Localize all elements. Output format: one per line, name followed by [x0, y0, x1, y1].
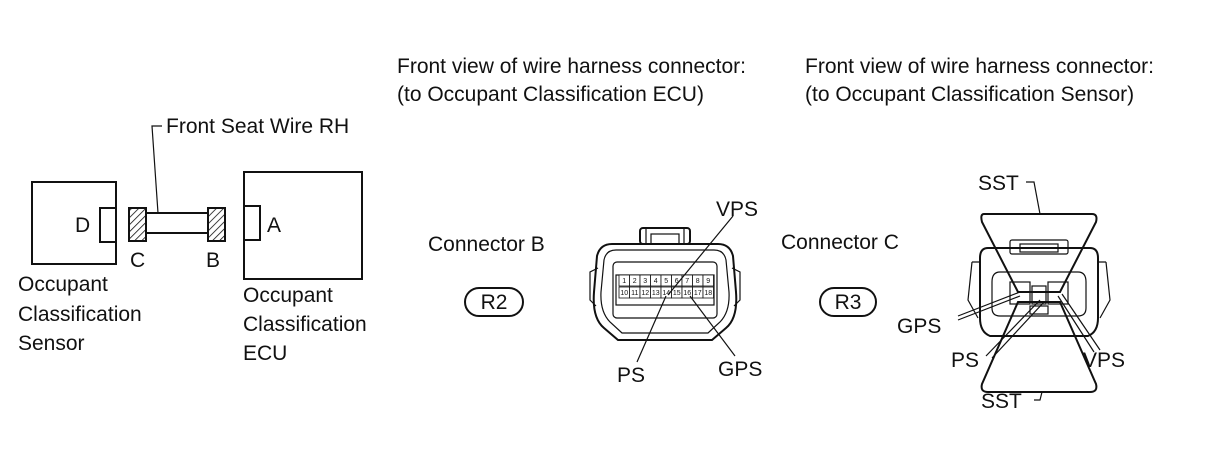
sensor-connector-d — [99, 207, 117, 243]
connector-b-pin-number: 17 — [694, 290, 702, 297]
connector-b-pin-number: 9 — [706, 278, 710, 285]
connector-c-code: R3 — [835, 291, 862, 314]
connector-c-ps-label: PS — [951, 349, 979, 372]
connector-b-pin-number: 6 — [675, 278, 679, 285]
connector-c-vps-label: VPS — [1083, 349, 1125, 372]
connector-a-label: A — [267, 214, 281, 237]
connector-b-pin-cell — [702, 274, 714, 287]
connector-b-pin-number: 12 — [641, 290, 649, 297]
ps-leader-b — [636, 295, 667, 363]
connector-b-pin-number: 2 — [633, 278, 637, 285]
vps-leader-c-2 — [1061, 293, 1101, 351]
ps-leader-c-2 — [991, 301, 1045, 359]
harness-leader-line — [151, 125, 162, 214]
harness-label: Front Seat Wire RH — [166, 115, 349, 138]
wiring-overview: D C B Front Seat Wire RH A Occupant Clas… — [18, 115, 367, 365]
connector-b-code: R2 — [481, 291, 508, 314]
sensor-label-line2: Classification — [18, 303, 142, 326]
sst-bottom-leader — [1034, 391, 1043, 401]
connector-b-pin-number: 15 — [673, 290, 681, 297]
connector-c-code-badge — [819, 287, 877, 317]
vps-leader-b — [667, 215, 734, 296]
gps-leader-c — [957, 291, 1021, 317]
connector-b-code-badge — [464, 287, 524, 317]
ecu-connector-a — [243, 205, 261, 241]
sensor-connector-view-title: Front view of wire harness connector: — [805, 55, 1154, 78]
connector-b-vps-label: VPS — [716, 198, 758, 221]
ecu-connector-view-subtitle: (to Occupant Classification ECU) — [397, 83, 704, 106]
ecu-label-line2: Classification — [243, 313, 367, 336]
sensor-connector-view-subtitle: (to Occupant Classification Sensor) — [805, 83, 1134, 106]
ecu-label-line3: ECU — [243, 342, 287, 365]
harness-cable — [145, 212, 209, 234]
connector-b-pin-number: 13 — [652, 290, 660, 297]
connector-c-gps-label: GPS — [897, 315, 941, 338]
connector-b-pin-number: 3 — [643, 278, 647, 285]
connector-b-pin-number: 14 — [662, 290, 670, 297]
sst-bottom-label: SST — [981, 390, 1022, 413]
gps-leader-c-2 — [957, 295, 1021, 321]
connector-b-pin-number: 8 — [696, 278, 700, 285]
connector-b-pin-number: 5 — [664, 278, 668, 285]
vps-leader-c — [1057, 295, 1095, 353]
connector-c-body — [967, 213, 1111, 393]
harness-end-b — [207, 207, 226, 242]
connector-c-title: Connector C — [781, 231, 899, 254]
connector-b-body — [589, 227, 741, 341]
connector-b-pin-number: 11 — [631, 290, 638, 297]
connector-b-pin-number: 4 — [654, 278, 658, 285]
ecu-box — [243, 171, 363, 280]
connector-b-pin-number: 16 — [683, 290, 691, 297]
sensor-label-line1: Occupant — [18, 273, 108, 296]
sensor-label-line3: Sensor — [18, 332, 85, 355]
connector-c-section: Connector C R3 SST SST — [781, 172, 1125, 413]
gps-leader-b — [689, 295, 736, 357]
harness-end-b-label: B — [206, 249, 220, 272]
connector-b-ps-label: PS — [617, 364, 645, 387]
connector-b-pin-number: 1 — [622, 278, 626, 285]
sst-top-leader — [1026, 181, 1041, 215]
connector-d-label: D — [75, 214, 90, 237]
sst-top-label: SST — [978, 172, 1019, 195]
connector-b-pin-cell — [702, 286, 714, 299]
connector-b-pin-number: 10 — [620, 290, 628, 297]
ecu-connector-view-title: Front view of wire harness connector: — [397, 55, 746, 78]
connector-b-pin-number: 7 — [685, 278, 689, 285]
ps-leader-c — [985, 299, 1041, 357]
ecu-label-line1: Occupant — [243, 284, 333, 307]
connector-b-gps-label: GPS — [718, 358, 762, 381]
connector-b-pin-number: 18 — [704, 290, 712, 297]
harness-end-c — [128, 207, 147, 242]
connector-b-title: Connector B — [428, 233, 545, 256]
harness-end-c-label: C — [130, 249, 145, 272]
